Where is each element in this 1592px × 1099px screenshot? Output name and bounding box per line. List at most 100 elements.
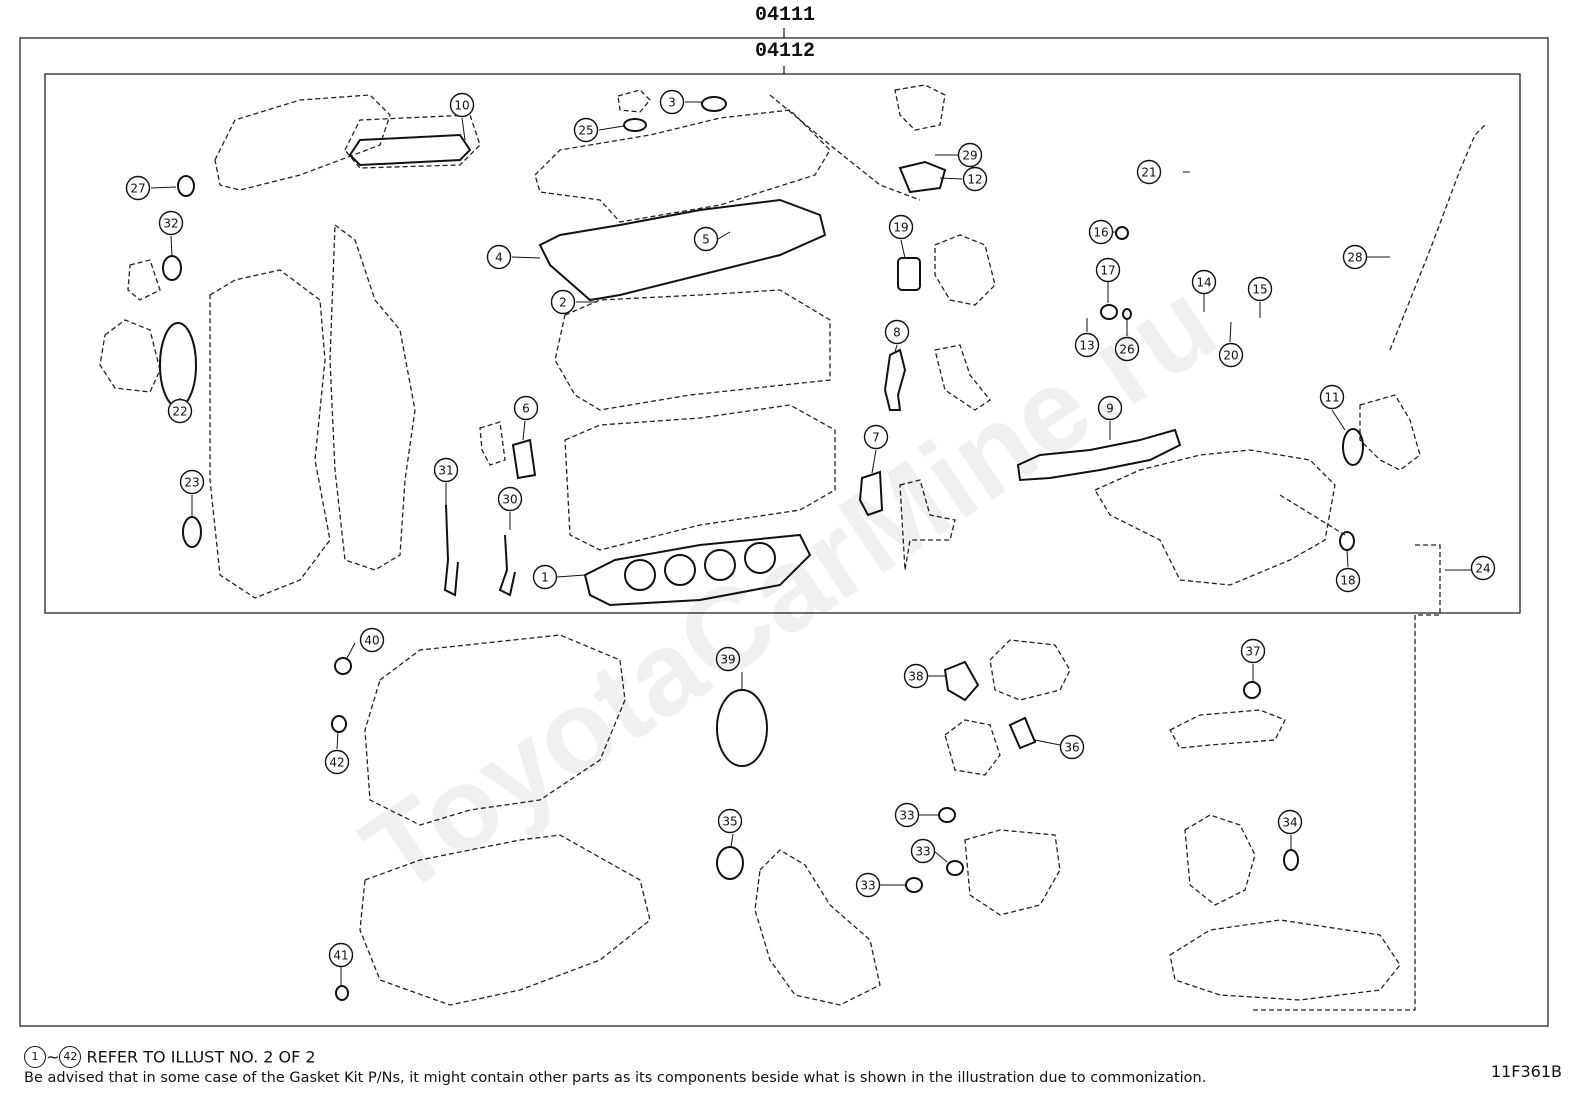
callout-circle-42 [324, 749, 350, 775]
callout-circle-21 [1136, 159, 1162, 185]
callout-number-4: 4 [495, 251, 503, 265]
gasket-33b [946, 860, 964, 876]
callout-circle-38 [903, 663, 929, 689]
callout-circle-24 [1470, 555, 1496, 581]
ref-start-circle: 1 [24, 1046, 46, 1068]
callout-number-24: 24 [1475, 562, 1490, 576]
leader-dashed-oil-pan [1250, 544, 1441, 1011]
gasket-26 [1122, 308, 1132, 320]
gasket-33a [938, 807, 956, 823]
callout-number-17: 17 [1100, 264, 1115, 278]
bore-1 [624, 559, 656, 591]
callout-circle-13 [1074, 332, 1100, 358]
timing-chain-case-sketch [754, 849, 881, 1006]
callout-circle-39 [715, 646, 741, 672]
timing-chain-cover-sketch [209, 269, 331, 599]
o-ring-35 [716, 846, 744, 880]
callout-circle-2 [550, 289, 576, 315]
water-inlet-pipe-sketch [899, 479, 956, 571]
callout-number-36: 36 [1064, 741, 1079, 755]
callout-circle-8 [884, 319, 910, 345]
oil-pan-sketch [1169, 919, 1401, 1001]
callout-number-37: 37 [1245, 645, 1260, 659]
outer-kit-frame [19, 37, 1549, 1027]
callout-circle-22 [167, 398, 193, 424]
callout-circle-5 [693, 226, 719, 252]
inner-kit-frame [44, 73, 1521, 614]
gasket-33c [905, 877, 923, 893]
bore-2 [664, 554, 696, 586]
leader-dashed-intake [1279, 494, 1346, 536]
callout-number-15: 15 [1252, 283, 1267, 297]
callout-number-38: 38 [908, 670, 923, 684]
head-cover-gasket [538, 198, 827, 302]
plug-gasket-41 [335, 985, 349, 1001]
callout-circle-9 [1097, 395, 1123, 421]
callout-circle-33 [855, 872, 881, 898]
callout-circle-17 [1095, 257, 1121, 283]
callout-circle-34 [1277, 809, 1303, 835]
o-ring-34 [1283, 849, 1299, 871]
callout-circle-33 [894, 802, 920, 828]
callout-number-23: 23 [184, 476, 199, 490]
callout-number-32: 32 [163, 217, 178, 231]
oil-pump-sketch [1184, 814, 1256, 906]
callout-circle-37 [1240, 638, 1266, 664]
water-bypass-pipe-sketch [934, 344, 991, 411]
water-pump-housing-sketch [99, 319, 161, 393]
egr-cooler-sketch [944, 719, 1001, 776]
callout-circle-41 [328, 942, 354, 968]
callout-number-6: 6 [522, 402, 530, 416]
callout-circle-36 [1059, 734, 1085, 760]
gasket-8 [883, 348, 907, 411]
callout-circle-33 [910, 838, 936, 864]
callout-number-8: 8 [893, 326, 901, 340]
callout-circle-20 [1218, 342, 1244, 368]
kit-number-label: 04111 [754, 4, 815, 27]
callout-circle-35 [717, 808, 743, 834]
cylinder-head-cover-sketch [534, 109, 831, 223]
callout-number-1: 1 [541, 571, 549, 585]
callout-circle-26 [1114, 336, 1140, 362]
throttle-body-sketch [1359, 394, 1421, 471]
oil-seal-bracket-sketch [127, 259, 161, 301]
callout-circle-4 [486, 244, 512, 270]
callout-circle-40 [359, 627, 385, 653]
plug-gasket-42 [331, 715, 347, 733]
callout-number-11: 11 [1324, 391, 1339, 405]
advisory-note: Be advised that in some case of the Gask… [24, 1070, 1207, 1086]
egr-valve-sketch [989, 639, 1071, 701]
callout-circle-14 [1191, 269, 1217, 295]
filler-cap-gasket-25 [623, 118, 647, 132]
o-ring-32 [162, 255, 182, 281]
callout-number-29: 29 [962, 149, 977, 163]
callout-number-18: 18 [1340, 574, 1355, 588]
callout-number-26: 26 [1119, 343, 1134, 357]
callout-number-10: 10 [454, 99, 469, 113]
water-outlet-housing-sketch [1169, 709, 1286, 749]
callout-circle-1 [532, 564, 558, 590]
callout-number-19: 19 [893, 221, 908, 235]
callout-number-7: 7 [872, 431, 880, 445]
callout-circle-3 [659, 89, 685, 115]
timing-cover-gasket-ring [159, 322, 197, 408]
callout-circle-30 [497, 486, 523, 512]
callout-number-41: 41 [333, 949, 348, 963]
gasket-36 [1008, 716, 1037, 750]
intake-manifold-sketch [1094, 449, 1336, 586]
callout-circle-7 [863, 424, 889, 450]
subkit-number-label: 04112 [754, 40, 815, 63]
callout-circle-29 [957, 142, 983, 168]
o-ring-37 [1243, 681, 1261, 699]
cylinder-head-sketch [564, 404, 836, 551]
callout-number-39: 39 [720, 653, 735, 667]
callout-circle-18 [1335, 567, 1361, 593]
callout-circle-28 [1342, 244, 1368, 270]
callout-number-5: 5 [702, 233, 710, 247]
throttle-body-gasket-11 [1342, 428, 1364, 466]
exhaust-heat-shield-sketch [214, 94, 391, 191]
water-outlet-sketch [934, 234, 996, 306]
callout-number-2: 2 [559, 296, 567, 310]
valve-31 [443, 504, 459, 597]
callout-number-20: 20 [1223, 349, 1238, 363]
